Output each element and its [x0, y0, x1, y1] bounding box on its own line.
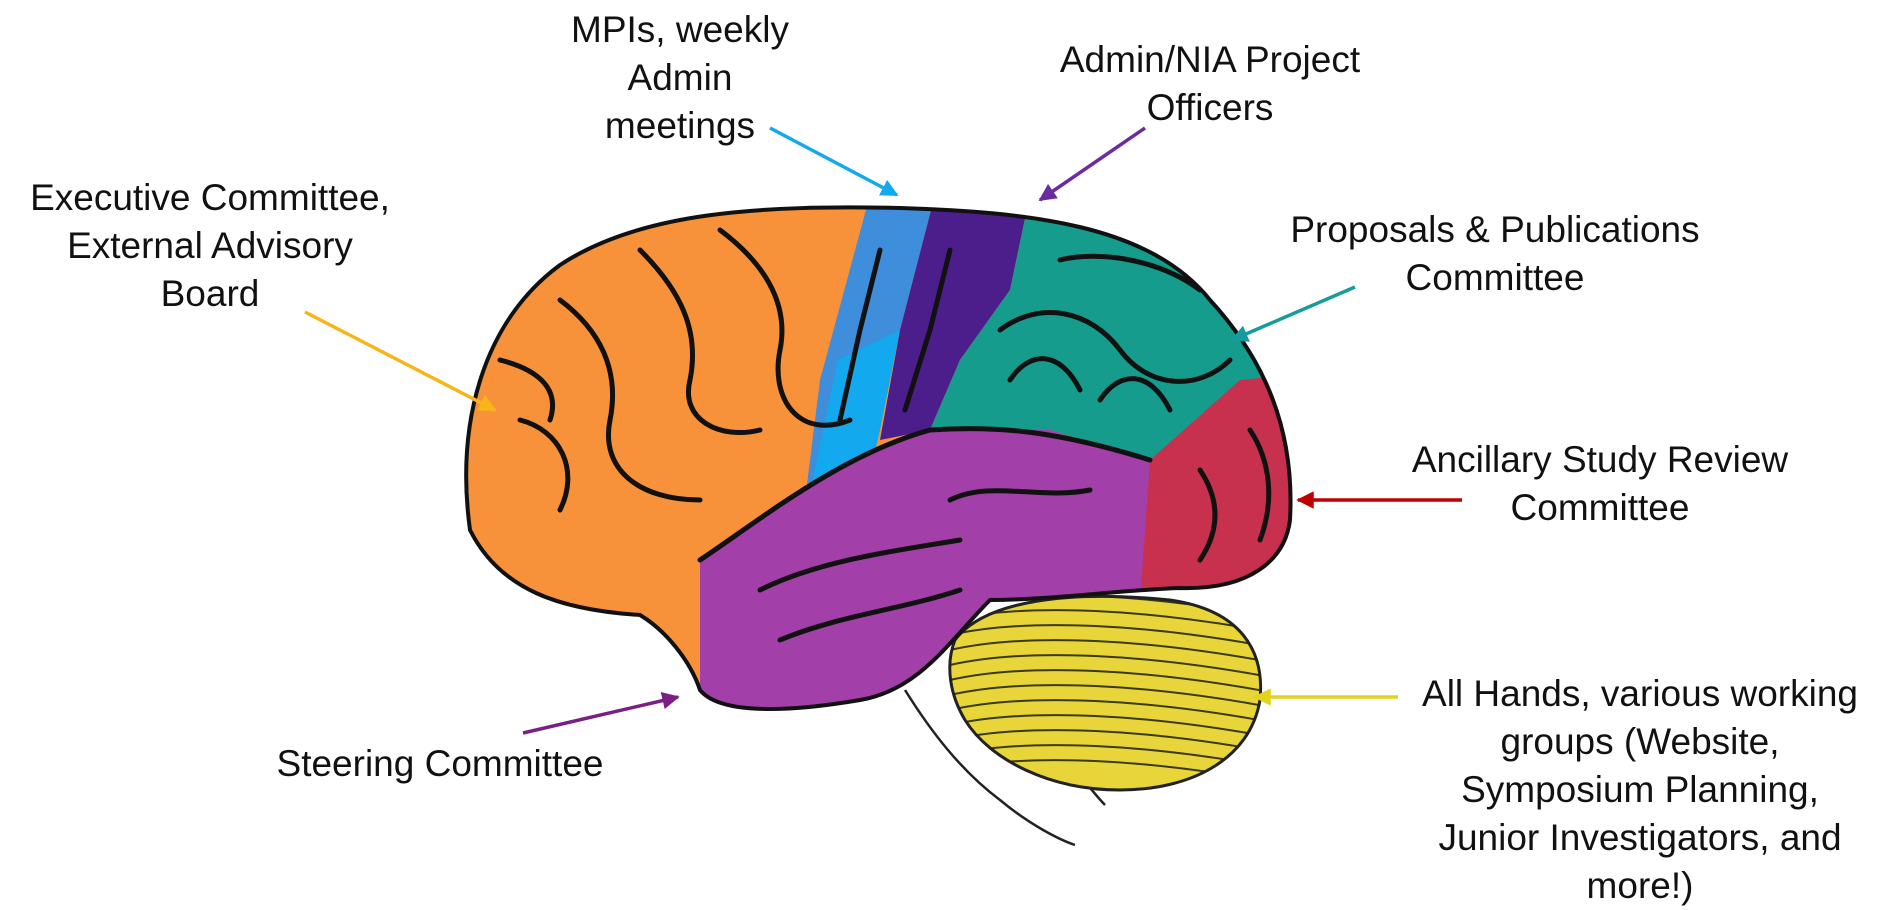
admin-nia-label-line-1: Admin/NIA Project — [1020, 36, 1400, 84]
mpis-label-line-1: MPIs, weekly — [540, 6, 820, 54]
admin-nia-label-line-2: Officers — [1020, 84, 1400, 132]
proposals-label-line-1: Proposals & Publications — [1255, 206, 1735, 254]
all-hands-label-line-5: more!) — [1390, 862, 1890, 910]
all-hands-label-line-3: Symposium Planning, — [1390, 766, 1890, 814]
ancillary-label-line-1: Ancillary Study Review — [1380, 436, 1820, 484]
all-hands-label-line-4: Junior Investigators, and — [1390, 814, 1890, 862]
executive-arrow — [305, 312, 495, 410]
ancillary-label-line-2: Committee — [1380, 484, 1820, 532]
all-hands-label-line-2: groups (Website, — [1390, 718, 1890, 766]
all-hands-label-line-1: All Hands, various working — [1390, 670, 1890, 718]
mpis-label-line-2: Admin — [540, 54, 820, 102]
executive-label-line-1: Executive Committee, — [0, 174, 420, 222]
proposals-label-line-2: Committee — [1255, 254, 1735, 302]
all-hands-label: All Hands, various working groups (Websi… — [1390, 670, 1890, 910]
executive-label-line-3: Board — [0, 270, 420, 318]
steering-label: Steering Committee — [230, 740, 650, 788]
mpis-label: MPIs, weekly Admin meetings — [540, 6, 820, 150]
mpis-label-line-3: meetings — [540, 102, 820, 150]
admin-nia-arrow — [1040, 128, 1145, 200]
executive-label: Executive Committee, External Advisory B… — [0, 174, 420, 318]
ancillary-label: Ancillary Study Review Committee — [1380, 436, 1820, 532]
executive-label-line-2: External Advisory — [0, 222, 420, 270]
admin-nia-label: Admin/NIA Project Officers — [1020, 36, 1400, 132]
steering-label-line-1: Steering Committee — [230, 740, 650, 788]
proposals-label: Proposals & Publications Committee — [1255, 206, 1735, 302]
steering-arrow — [523, 697, 678, 733]
